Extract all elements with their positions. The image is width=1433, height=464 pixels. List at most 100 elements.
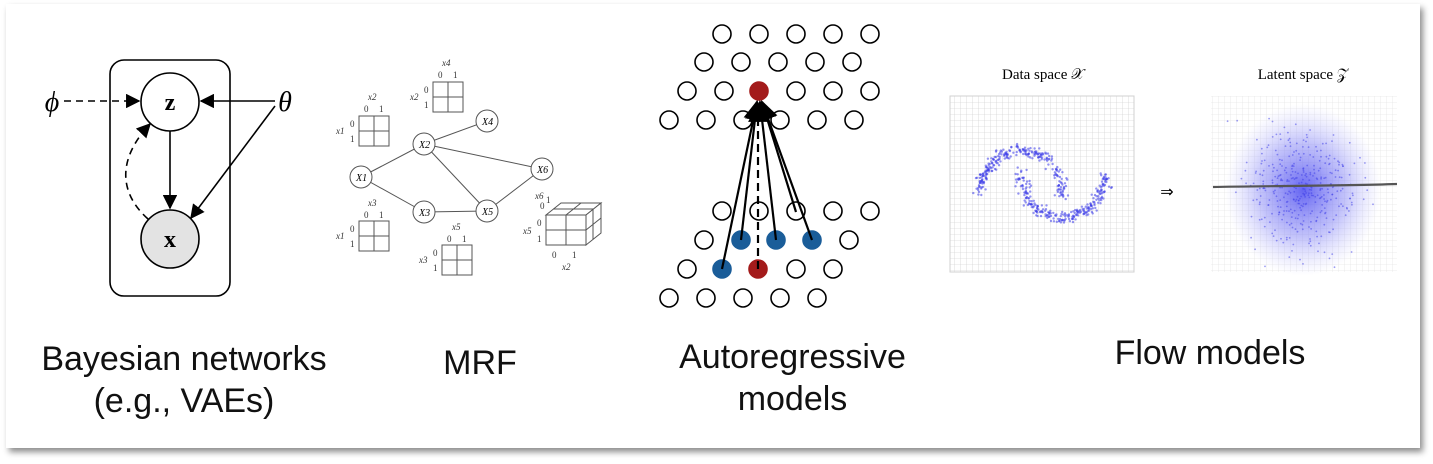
- latent-point: [1333, 266, 1336, 269]
- latent-point: [1326, 188, 1329, 191]
- scatter-point: [997, 164, 1001, 167]
- latent-point: [1321, 204, 1323, 206]
- latent-point: [1353, 162, 1356, 165]
- scatter-point: [1025, 180, 1029, 183]
- latent-point: [1351, 192, 1354, 195]
- scatter-point: [1104, 180, 1107, 183]
- latent-point: [1245, 182, 1247, 185]
- scatter-point: [1019, 170, 1023, 174]
- scatter-point: [978, 185, 981, 188]
- latent-point: [1274, 175, 1277, 178]
- latent-point: [1264, 265, 1266, 268]
- ar-node: [805, 52, 825, 72]
- latent-point: [1291, 154, 1294, 156]
- latent-point: [1288, 224, 1291, 226]
- scatter-point: [1044, 208, 1048, 211]
- latent-point: [1342, 165, 1344, 168]
- scatter-point: [1092, 200, 1095, 203]
- scatter-point: [1012, 151, 1015, 154]
- latent-point: [1309, 238, 1311, 240]
- scatter-point: [984, 171, 987, 174]
- scatter-point: [1096, 189, 1099, 193]
- latent-point: [1262, 183, 1265, 185]
- scatter-point: [977, 188, 980, 192]
- latent-point: [1305, 140, 1307, 143]
- latent-point: [1279, 138, 1282, 141]
- factor-table-x1-x3: x3 0 1 x1 0 1: [335, 198, 390, 252]
- scatter-point: [1097, 201, 1100, 204]
- flow-caption: Flow models: [1114, 334, 1306, 372]
- latent-point: [1272, 235, 1275, 238]
- scatter-point: [1049, 209, 1052, 212]
- latent-point: [1302, 169, 1305, 172]
- scatter-point: [1074, 218, 1077, 221]
- latent-point: [1268, 165, 1270, 167]
- latent-point: [1317, 169, 1320, 172]
- z-label: z: [165, 90, 176, 116]
- scatter-point: [1057, 184, 1061, 187]
- scatter-point: [1029, 184, 1033, 187]
- scatter-point: [1060, 177, 1063, 181]
- scatter-point: [1021, 148, 1025, 151]
- latent-point: [1319, 189, 1322, 192]
- latent-point: [1305, 175, 1308, 178]
- latent-point: [1323, 177, 1326, 180]
- latent-point: [1344, 214, 1347, 217]
- latent-point: [1348, 141, 1351, 144]
- latent-point: [1294, 217, 1297, 220]
- latent-point: [1288, 237, 1291, 239]
- scatter-point: [1090, 193, 1093, 196]
- ar-node: [860, 81, 880, 101]
- scatter-point: [1061, 171, 1064, 174]
- scatter-point: [1058, 180, 1061, 183]
- latent-point: [1340, 203, 1342, 205]
- scatter-point: [1036, 204, 1040, 208]
- svg-text:0: 0: [350, 119, 355, 129]
- latent-point: [1293, 209, 1296, 212]
- latent-point: [1303, 188, 1306, 191]
- latent-point: [1288, 155, 1291, 158]
- latent-point: [1304, 174, 1307, 177]
- scatter-point: [1014, 185, 1017, 188]
- latent-point: [1323, 198, 1325, 200]
- latent-point: [1328, 162, 1331, 165]
- ar-node: [786, 259, 806, 279]
- latent-space-warped-grid: [1211, 96, 1398, 276]
- scatter-point: [1090, 204, 1093, 207]
- latent-point: [1267, 144, 1270, 147]
- latent-point: [1359, 156, 1361, 159]
- latent-point: [1332, 218, 1335, 221]
- latent-point: [1315, 219, 1318, 222]
- latent-point: [1289, 145, 1292, 148]
- latent-point: [1309, 240, 1312, 243]
- scatter-point: [1095, 209, 1098, 212]
- latent-point: [1271, 120, 1274, 123]
- svg-text:x1: x1: [335, 231, 345, 241]
- latent-point: [1256, 189, 1259, 191]
- latent-point: [1289, 141, 1292, 144]
- scatter-point: [990, 169, 993, 173]
- scatter-point: [1087, 213, 1090, 216]
- bayes-diagram: z x ϕ θ: [45, 59, 292, 297]
- scatter-point: [1095, 187, 1098, 190]
- latent-point: [1277, 205, 1279, 208]
- latent-point: [1302, 263, 1304, 265]
- latent-point: [1284, 145, 1287, 148]
- latent-point: [1294, 228, 1297, 231]
- scatter-point: [1033, 154, 1036, 157]
- latent-point: [1261, 160, 1263, 162]
- svg-text:1: 1: [453, 70, 458, 80]
- latent-point: [1320, 177, 1322, 180]
- scatter-point: [1107, 185, 1111, 188]
- latent-point: [1291, 170, 1294, 173]
- scatter-point: [1100, 198, 1103, 202]
- scatter-point: [1035, 214, 1038, 217]
- latent-point: [1276, 177, 1279, 180]
- scatter-point: [1058, 188, 1061, 191]
- latent-point: [1299, 206, 1301, 209]
- latent-point: [1258, 203, 1261, 206]
- scatter-point: [1027, 153, 1030, 156]
- mrf-node-x2: X2: [412, 132, 436, 156]
- scatter-point: [1030, 203, 1034, 206]
- ar-node: [768, 52, 788, 72]
